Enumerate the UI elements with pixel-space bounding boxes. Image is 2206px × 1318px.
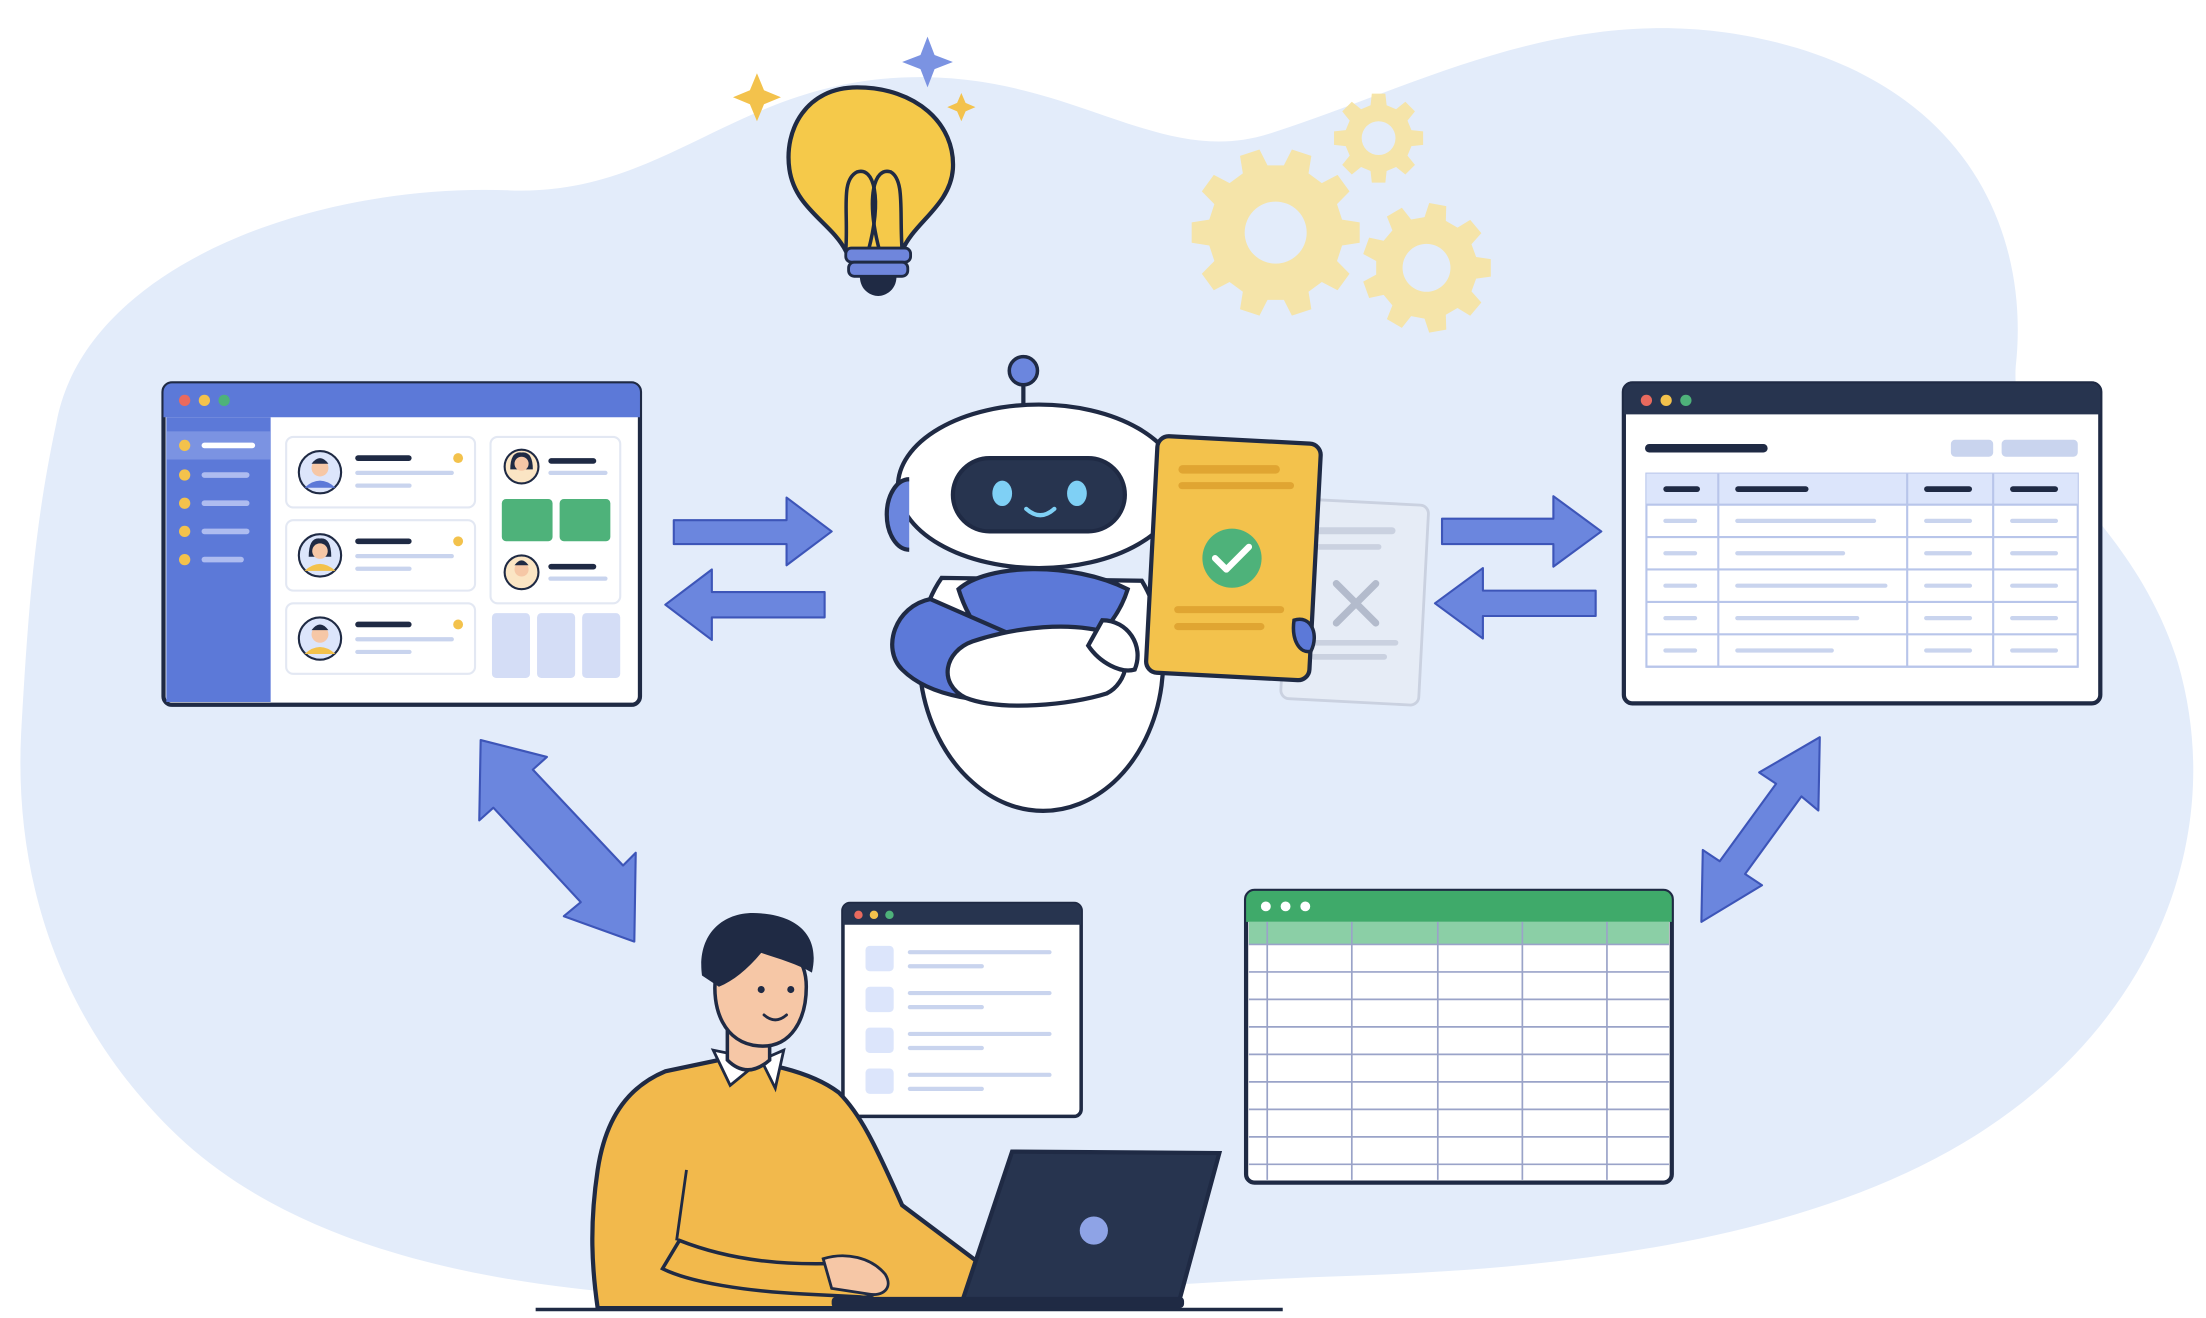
table-cell <box>1663 648 1698 653</box>
person-at-laptop <box>590 912 989 1311</box>
table-cell <box>1735 583 1888 588</box>
table-cell <box>1924 551 1973 556</box>
gear-shape <box>1334 93 1424 183</box>
table-cell <box>1735 518 1877 523</box>
double-arrow-icon <box>478 738 637 943</box>
table-cell <box>1663 518 1698 523</box>
avatar <box>297 616 343 661</box>
double-arrow-icon <box>1700 736 1821 923</box>
table-cell <box>1924 583 1973 588</box>
lightbulb-icon <box>786 85 956 297</box>
table-header-cell <box>1735 486 1809 492</box>
table-header-cell <box>2010 486 2059 492</box>
table-cell <box>2010 583 2059 588</box>
dashboard-window <box>161 381 643 707</box>
arrow-right-icon <box>672 496 833 567</box>
gear-shape <box>1191 149 1360 316</box>
table-cell <box>1735 648 1834 653</box>
table-cell <box>1663 615 1698 621</box>
table-cell <box>1924 648 1973 653</box>
document-window <box>841 901 1083 1119</box>
table-grid <box>1646 473 2078 668</box>
x-icon <box>1332 580 1380 627</box>
spreadsheet-window <box>1243 888 1674 1185</box>
robot-icon <box>884 354 1192 813</box>
table-cell <box>2010 648 2059 653</box>
table-header-cell <box>1924 486 1973 492</box>
avatar <box>297 533 343 578</box>
approved-document <box>1144 434 1323 683</box>
avatar <box>297 450 343 495</box>
gear-icon <box>1191 93 1491 333</box>
table-header-cell <box>1663 486 1700 492</box>
table-cell <box>1663 583 1698 588</box>
spreadsheet-grid <box>1248 921 1669 1180</box>
table-cell <box>2010 518 2059 523</box>
table-window <box>1621 381 2103 706</box>
arrows <box>478 495 1821 943</box>
table-cell <box>1924 615 1973 621</box>
laptop-icon <box>831 1149 1223 1309</box>
table-cell <box>1663 551 1698 556</box>
avatar <box>503 554 540 591</box>
table-cell <box>1735 551 1846 556</box>
avatar <box>503 448 540 485</box>
sparkle-icon <box>732 73 976 122</box>
checkmark-icon <box>1202 528 1262 588</box>
table-cell <box>1735 615 1860 621</box>
table-cell <box>2010 551 2059 556</box>
arrow-right-icon <box>1440 495 1603 568</box>
gear-shape <box>1363 202 1491 333</box>
contact-cards <box>285 435 477 675</box>
table-cell <box>1924 518 1973 523</box>
sparkle-icon <box>902 36 953 88</box>
right-panel <box>489 435 622 679</box>
table-cell <box>2010 615 2059 621</box>
arrow-left-icon <box>664 568 826 642</box>
arrow-left-icon <box>1433 567 1597 640</box>
sidebar-items <box>179 439 256 566</box>
